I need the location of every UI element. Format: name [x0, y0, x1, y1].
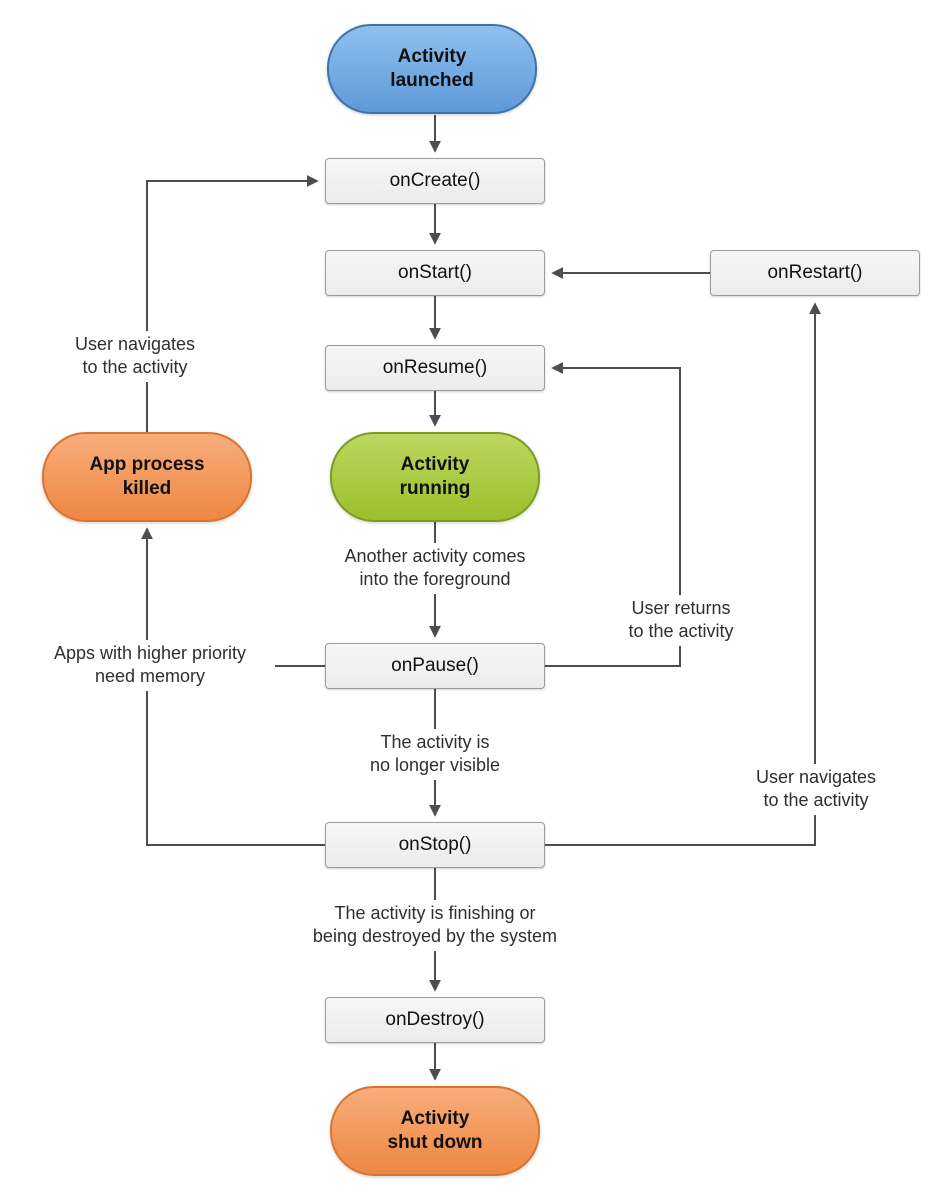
caption-finishing-or-destroyed: The activity is finishing or being destr…	[295, 900, 575, 951]
node-oncreate: onCreate()	[325, 158, 545, 204]
caption-another-activity-foreground: Another activity comes into the foregrou…	[320, 543, 550, 594]
node-app-process-killed: App process killed	[42, 432, 252, 522]
node-onresume: onResume()	[325, 345, 545, 391]
node-onpause: onPause()	[325, 643, 545, 689]
node-onrestart: onRestart()	[710, 250, 920, 296]
node-activity-launched-label: Activity launched	[390, 46, 474, 91]
arrow-onstop-to-killed	[141, 527, 325, 846]
caption-user-navigates-right: User navigates to the activity	[741, 764, 891, 815]
node-activity-shut-down-label: Activity shut down	[387, 1108, 483, 1153]
node-onrestart-label: onRestart()	[767, 262, 863, 283]
arrow-onpause-to-onresume	[545, 362, 681, 667]
arrow-onstop-to-onrestart	[545, 302, 821, 846]
node-onstart-label: onStart()	[398, 262, 472, 283]
caption-user-navigates-left: User navigates to the activity	[55, 331, 215, 382]
node-onstop: onStop()	[325, 822, 545, 868]
node-ondestroy-label: onDestroy()	[385, 1009, 485, 1030]
node-onstop-label: onStop()	[398, 834, 472, 855]
node-activity-launched: Activity launched	[327, 24, 537, 114]
node-activity-shut-down: Activity shut down	[330, 1086, 540, 1176]
node-onstart: onStart()	[325, 250, 545, 296]
node-oncreate-label: onCreate()	[389, 170, 481, 191]
node-activity-running-label: Activity running	[399, 454, 471, 499]
node-ondestroy: onDestroy()	[325, 997, 545, 1043]
node-activity-running: Activity running	[330, 432, 540, 522]
node-onpause-label: onPause()	[391, 655, 479, 676]
node-app-process-killed-label: App process killed	[89, 454, 205, 499]
caption-apps-higher-priority: Apps with higher priority need memory	[25, 640, 275, 691]
caption-no-longer-visible: The activity is no longer visible	[340, 729, 530, 780]
caption-user-returns: User returns to the activity	[611, 595, 751, 646]
node-onresume-label: onResume()	[382, 357, 488, 378]
arrow-killed-to-oncreate	[146, 175, 319, 432]
